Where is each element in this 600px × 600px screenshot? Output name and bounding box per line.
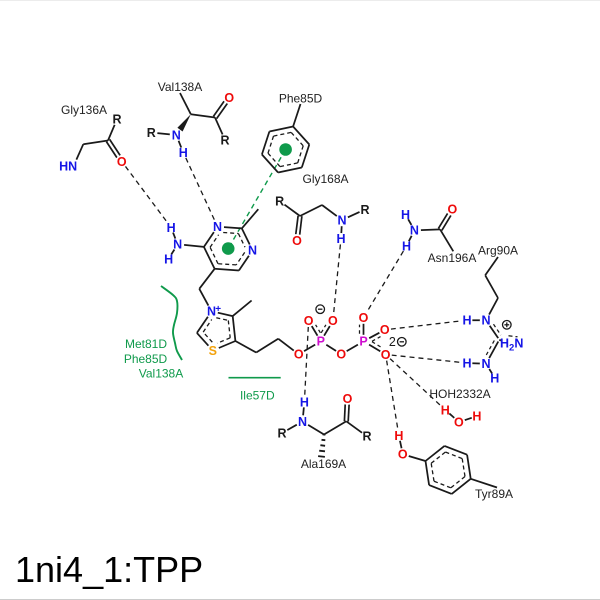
svg-text:N: N bbox=[481, 357, 490, 371]
svg-text:+: + bbox=[215, 304, 221, 315]
svg-text:H: H bbox=[472, 410, 481, 424]
svg-text:O: O bbox=[292, 234, 302, 248]
svg-text:H: H bbox=[336, 232, 345, 246]
svg-text:O: O bbox=[380, 323, 390, 337]
svg-text:Tyr89A: Tyr89A bbox=[475, 487, 513, 501]
svg-text:H: H bbox=[167, 221, 176, 235]
svg-text:N: N bbox=[298, 415, 307, 429]
svg-text:O: O bbox=[304, 314, 314, 328]
svg-text:H: H bbox=[394, 429, 403, 443]
svg-text:R: R bbox=[275, 194, 284, 208]
svg-text:Met81D: Met81D bbox=[125, 337, 167, 351]
svg-text:Ala169A: Ala169A bbox=[301, 457, 346, 471]
svg-text:HN: HN bbox=[59, 160, 77, 174]
svg-text:O: O bbox=[359, 311, 369, 325]
svg-text:O: O bbox=[343, 392, 353, 406]
svg-text:Val138A: Val138A bbox=[139, 367, 183, 381]
svg-text:Val138A: Val138A bbox=[158, 80, 202, 94]
svg-text:Asn196A: Asn196A bbox=[428, 251, 477, 265]
svg-text:Arg90A: Arg90A bbox=[478, 244, 518, 258]
svg-text:O: O bbox=[381, 348, 391, 362]
svg-text:Ile57D: Ile57D bbox=[240, 389, 275, 403]
svg-text:P: P bbox=[359, 335, 367, 349]
svg-text:R: R bbox=[277, 426, 286, 440]
svg-text:R: R bbox=[362, 430, 371, 444]
svg-text:H2N: H2N bbox=[500, 337, 523, 354]
svg-text:HOH2332A: HOH2332A bbox=[429, 387, 490, 401]
svg-text:R: R bbox=[147, 126, 156, 140]
svg-text:O: O bbox=[398, 448, 408, 462]
svg-text:N: N bbox=[248, 244, 257, 258]
svg-text:H: H bbox=[401, 208, 410, 222]
svg-text:Gly136A: Gly136A bbox=[61, 103, 107, 117]
svg-text:1ni4_1:TPP: 1ni4_1:TPP bbox=[15, 549, 203, 590]
svg-text:H: H bbox=[300, 395, 309, 409]
svg-text:R: R bbox=[360, 203, 369, 217]
svg-text:R: R bbox=[112, 113, 121, 127]
svg-text:O: O bbox=[448, 203, 458, 217]
svg-text:R: R bbox=[220, 133, 229, 147]
svg-text:N: N bbox=[207, 305, 216, 319]
svg-text:N: N bbox=[173, 238, 182, 252]
svg-text:O: O bbox=[294, 348, 304, 362]
svg-text:H: H bbox=[164, 252, 173, 266]
svg-text:H: H bbox=[462, 314, 471, 328]
svg-text:H: H bbox=[490, 371, 499, 385]
svg-text:H: H bbox=[179, 146, 188, 160]
svg-text:H: H bbox=[462, 356, 471, 370]
svg-text:Gly168A: Gly168A bbox=[302, 172, 348, 186]
svg-text:O: O bbox=[117, 155, 127, 169]
svg-text:N: N bbox=[213, 220, 222, 234]
svg-text:H: H bbox=[441, 403, 450, 417]
svg-text:N: N bbox=[410, 224, 419, 238]
svg-text:O: O bbox=[336, 348, 346, 362]
svg-text:P: P bbox=[317, 335, 325, 349]
svg-text:H: H bbox=[402, 239, 411, 253]
svg-text:Phe85D: Phe85D bbox=[124, 352, 168, 366]
svg-text:N: N bbox=[481, 314, 490, 328]
svg-text:Phe85D: Phe85D bbox=[279, 92, 323, 106]
svg-text:O: O bbox=[224, 91, 234, 105]
svg-text:N: N bbox=[172, 128, 181, 142]
svg-text:O: O bbox=[328, 314, 338, 328]
svg-text:2: 2 bbox=[389, 335, 396, 349]
svg-text:N: N bbox=[337, 213, 346, 227]
svg-text:S: S bbox=[209, 344, 217, 358]
svg-text:O: O bbox=[454, 415, 464, 429]
